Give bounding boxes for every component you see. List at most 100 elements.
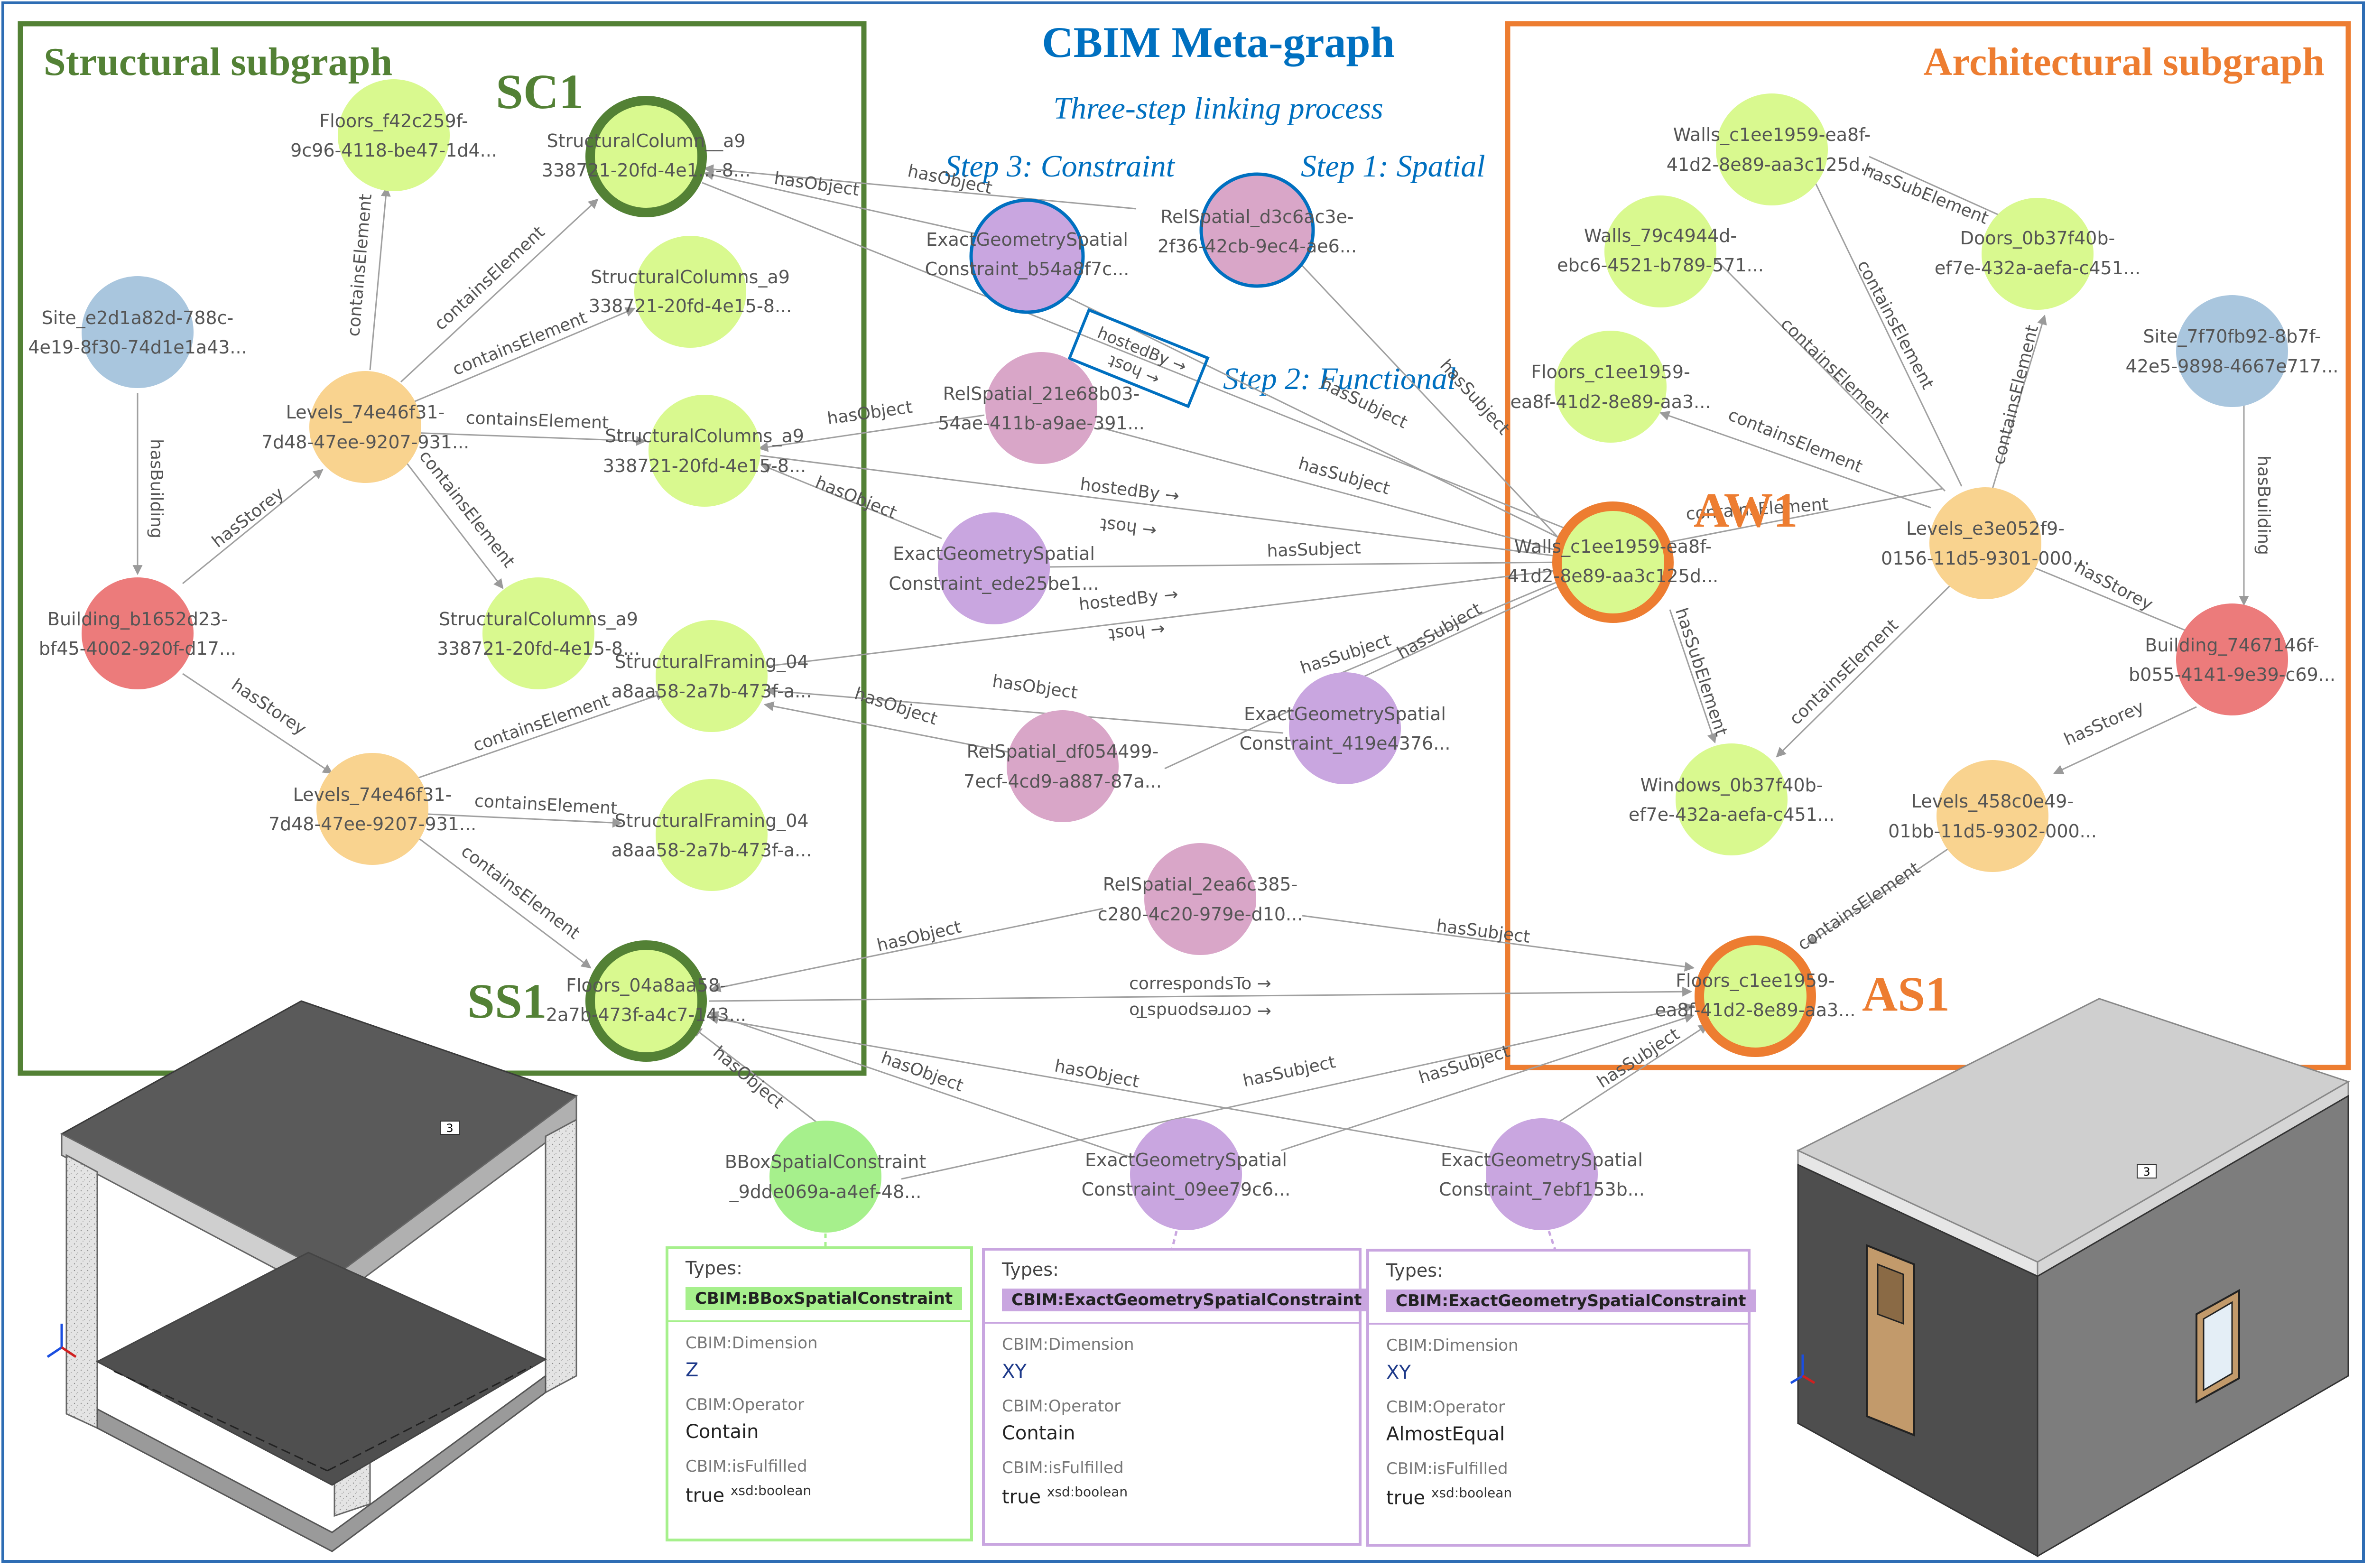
node-label: 338721-20fd-4e15-8... (589, 296, 792, 316)
node-ss1[interactable] (585, 940, 707, 1062)
edge-rs4-as1 (1302, 915, 1695, 972)
edge-level2-ss1 (417, 836, 592, 969)
edge-level1-floors (369, 186, 391, 371)
card-types-label: Types: (1002, 1259, 1059, 1280)
edge-label: containsElement (1777, 314, 1893, 427)
node-label: 54ae-411b-a9ae-391... (938, 413, 1145, 434)
edge-label: containsElement (415, 447, 519, 572)
node-label: c280-4c20-979e-d10... (1098, 904, 1303, 925)
node-label: Levels_74e46f31- (286, 402, 445, 423)
edge-label: containsElement (457, 842, 583, 943)
node-relspatial-4[interactable] (1144, 843, 1256, 955)
node-label: RelSpatial_d3c6ac3e- (1160, 206, 1353, 227)
node-exact-geometry-constraint-3[interactable] (1289, 672, 1401, 784)
edge-lev1-floorsa (1659, 411, 1931, 509)
node-label: _9dde069a-a4ef-48... (729, 1181, 922, 1202)
node-label: 338721-20fd-4e15-8... (603, 455, 806, 476)
edge-label: containsElement (1786, 615, 1902, 729)
node-label: Windows_0b37f40b- (1640, 775, 1823, 796)
node-label: RelSpatial_df054499- (967, 741, 1159, 762)
edge-lev1-aw1 (1649, 488, 1943, 549)
node-label: StructuralColumns_a9 (439, 609, 638, 630)
node-floors-structural[interactable] (338, 79, 450, 191)
edge-sc1-aw1 (702, 182, 1585, 537)
node-structural-column[interactable] (649, 395, 760, 507)
prop-datatype: xsd:boolean (1047, 1484, 1128, 1500)
node-label: ebc6-4521-b789-571... (1557, 255, 1764, 276)
edge-label: containsElement (450, 308, 590, 380)
edge-label: hasStorey (228, 675, 309, 739)
node-as1[interactable] (1695, 936, 1816, 1057)
edge-label: containsElement (344, 193, 376, 337)
node-label: Floors_c1ee1959- (1531, 362, 1690, 382)
architectural-subgraph-frame (1505, 21, 2351, 1070)
node-level-structural-2[interactable] (316, 753, 428, 865)
edge-lev1-walls2 (1702, 246, 1946, 492)
node-label: ef7e-432a-aefa-c451... (1935, 258, 2140, 278)
edge-label: containsElement (474, 791, 618, 818)
node-site-structural[interactable] (82, 276, 194, 388)
node-label: 2f36-42cb-9ec4-ae6... (1158, 236, 1357, 257)
node-building-structural[interactable] (82, 577, 194, 689)
node-sc1[interactable] (585, 96, 707, 217)
edge-label: hasSubElement (1860, 160, 1991, 228)
node-level-architectural-2[interactable] (1937, 760, 2048, 872)
edge-bldga-lev2 (2053, 706, 2197, 774)
node-level-structural-1[interactable] (309, 371, 421, 483)
node-relspatial-top[interactable] (1199, 172, 1315, 288)
node-label: Building_b1652d23- (47, 609, 228, 630)
node-building-architectural[interactable] (2176, 603, 2288, 715)
edge-label: hasSubElement (1671, 605, 1731, 738)
node-structural-framing-1[interactable] (656, 620, 768, 732)
node-bbox-spatial-constraint[interactable] (769, 1121, 881, 1233)
prop-key-operator: CBIM:Operator (1386, 1398, 1505, 1417)
node-exact-geometry-constraint-5[interactable] (1486, 1118, 1598, 1230)
node-relspatial-2[interactable] (985, 352, 1097, 464)
node-exact-geometry-constraint-2[interactable] (938, 512, 1050, 624)
node-label: Floors_f42c259f- (319, 111, 468, 131)
prop-value-operator: AlmostEqual (1386, 1423, 1505, 1445)
node-label: Constraint_7ebf153b... (1439, 1179, 1645, 1200)
node-label: 01bb-11d5-9302-000... (1888, 821, 2097, 842)
edge-rs2-sc3 (758, 414, 985, 452)
node-label: 0156-11d5-9301-000... (1881, 548, 2090, 569)
node-floors-architectural[interactable] (1555, 331, 1667, 443)
node-label: 7ecf-4cd9-a887-87a... (964, 771, 1162, 792)
node-label: 41d2-8e89-aa3c125d... (1667, 154, 1878, 175)
edge-label: hasObject (826, 398, 914, 429)
node-walls-2[interactable] (1604, 195, 1716, 307)
node-walls-top[interactable] (1716, 93, 1828, 205)
edge-layer (132, 156, 2249, 1180)
edge-label: containsElement (465, 408, 609, 433)
node-structural-column[interactable] (482, 577, 594, 689)
edge-label: containsElement (1725, 405, 1865, 477)
exact-geometry-constraint-card: Types: CBIM:ExactGeometrySpatialConstrai… (1366, 1249, 1756, 1547)
prop-key-is-fulfilled: CBIM:isFulfilled (1002, 1458, 1124, 1477)
prop-key-dimension: CBIM:Dimension (1002, 1335, 1134, 1354)
edge-level1-sc4 (400, 455, 504, 589)
prop-key-operator: CBIM:Operator (1002, 1397, 1121, 1416)
card-connector (1170, 1231, 1178, 1251)
edge-rs3-aw1 (1164, 580, 1571, 770)
node-label: 338721-20fd-4e15-8... (437, 638, 640, 659)
prop-key-operator: CBIM:Operator (686, 1395, 805, 1414)
node-level-architectural-1[interactable] (1929, 487, 2041, 599)
marker-ss1: SS1 (467, 974, 547, 1029)
card-type-tag: CBIM:ExactGeometrySpatialConstraint (1002, 1289, 1371, 1311)
node-doors[interactable] (1982, 198, 2094, 310)
node-relspatial-3[interactable] (1007, 710, 1119, 822)
node-label: Constraint_419e4376... (1240, 733, 1451, 754)
node-structural-column[interactable] (634, 236, 746, 348)
node-exact-geometry-constraint-top[interactable] (969, 198, 1085, 314)
edge-label: hasBuilding (147, 439, 166, 538)
edge-egsc4-as1 (1280, 1013, 1695, 1151)
node-structural-framing-2[interactable] (656, 779, 768, 891)
node-site-architectural[interactable] (2176, 295, 2288, 407)
edge-label: hasObject (875, 917, 963, 956)
node-windows[interactable] (1676, 743, 1788, 855)
node-exact-geometry-constraint-4[interactable] (1130, 1118, 1242, 1230)
edge-level2-sf2 (417, 813, 623, 828)
node-aw1[interactable] (1552, 501, 1674, 623)
edge-rstop-sc1 (703, 164, 1137, 210)
